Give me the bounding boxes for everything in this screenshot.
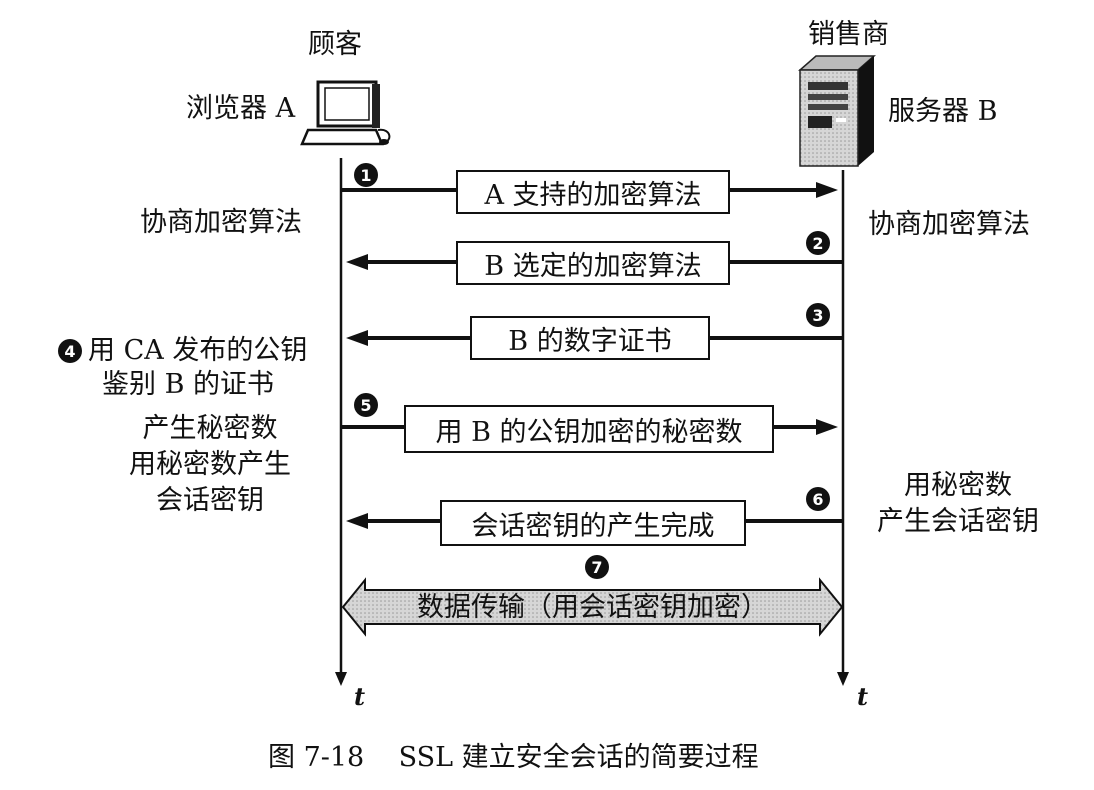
- step-5-marker: 5: [354, 393, 378, 417]
- step-3-marker: 3: [806, 303, 830, 327]
- message-box-step-2: B 选定的加密算法: [456, 241, 730, 285]
- step-7-marker: 7: [585, 555, 609, 579]
- left-secret-note-line2: 用秘密数产生: [129, 449, 291, 480]
- figure-caption: 图 7-18 SSL 建立安全会话的简要过程: [268, 742, 759, 773]
- left-secret-note-line1: 产生秘密数: [142, 413, 278, 444]
- client-role-label: 顾客: [308, 29, 362, 60]
- computer-icon: [300, 80, 391, 146]
- server-name-label: 服务器 B: [888, 96, 998, 127]
- time-label-client: t: [354, 682, 366, 711]
- message-box-step-1: A 支持的加密算法: [456, 170, 730, 214]
- right-negotiate-note: 协商加密算法: [868, 209, 1030, 240]
- step-4-marker: 4: [58, 339, 82, 363]
- step-2-marker: 2: [806, 231, 830, 255]
- right-session-note-line2: 产生会话密钥: [877, 506, 1039, 537]
- message-box-step-5: 用 B 的公钥加密的秘密数: [404, 405, 774, 453]
- time-label-server: t: [857, 682, 869, 711]
- client-name-label: 浏览器 A: [186, 93, 296, 124]
- left-verify-note-line2: 鉴别 B 的证书: [102, 369, 275, 400]
- lifeline-server: [837, 170, 849, 686]
- server-role-label: 销售商: [808, 19, 889, 50]
- message-box-step-3: B 的数字证书: [470, 316, 710, 360]
- left-verify-note-line1: 用 CA 发布的公钥: [88, 335, 308, 366]
- data-transfer-band: [341, 577, 844, 637]
- message-box-step-6: 会话密钥的产生完成: [440, 500, 746, 546]
- lifeline-client: [335, 158, 347, 686]
- left-negotiate-note: 协商加密算法: [140, 207, 302, 238]
- left-secret-note-line3: 会话密钥: [156, 485, 264, 516]
- step-1-marker: 1: [354, 163, 378, 187]
- step-6-marker: 6: [806, 487, 830, 511]
- server-icon: [798, 55, 876, 167]
- data-transfer-label: 数据传输（用会话密钥加密）: [417, 592, 768, 623]
- right-session-note-line1: 用秘密数: [904, 470, 1012, 501]
